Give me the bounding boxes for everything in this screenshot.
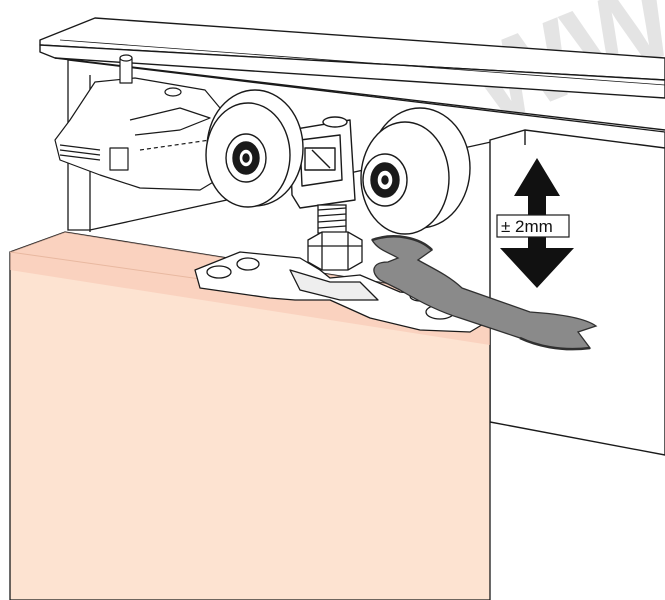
adjustment-arrow — [500, 158, 574, 288]
right-roller-wheel — [360, 107, 471, 235]
adjustment-bolt — [317, 204, 347, 234]
left-roller-wheel — [205, 89, 304, 208]
fixed-panel — [489, 129, 665, 456]
dimension-text: ± 2mm — [501, 217, 553, 236]
spanner-wrench — [371, 235, 598, 351]
roller-carriage — [289, 116, 356, 209]
stopper-bracket — [54, 54, 231, 191]
dimension-label: ± 2mm — [496, 214, 570, 238]
hex-nut — [307, 231, 363, 271]
top-track-rail — [39, 17, 665, 136]
